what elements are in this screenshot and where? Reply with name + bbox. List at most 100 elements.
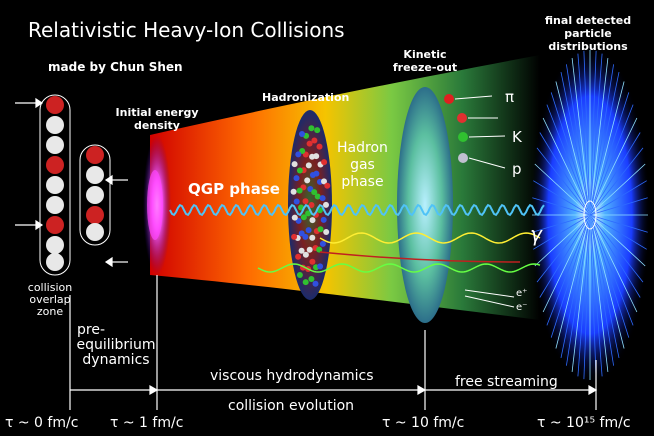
burst-track <box>589 214 648 233</box>
photon-wave <box>169 203 545 217</box>
burst-track <box>555 214 591 349</box>
label-kaon: K <box>512 128 522 146</box>
hadron-particle <box>293 198 300 205</box>
hadron-particle <box>308 125 315 132</box>
burst-track <box>542 117 591 216</box>
hadron-particle <box>314 193 321 200</box>
burst-track <box>534 214 591 267</box>
nucleon <box>46 156 64 174</box>
burst-track <box>589 197 648 216</box>
burst-track <box>536 214 591 283</box>
hadron-particle <box>308 276 315 282</box>
pre-eq-line-1: pre- <box>77 322 105 338</box>
nucleon <box>86 166 104 184</box>
burst-track <box>566 214 591 366</box>
label-photon: γ <box>530 222 542 246</box>
hadron-particle <box>298 247 305 254</box>
burst-track <box>534 163 591 216</box>
hadron-particle <box>300 214 307 221</box>
nucleon <box>86 186 104 204</box>
burst-track <box>577 214 591 377</box>
hadron-particle <box>291 161 298 168</box>
diagram-title: Relativistic Heavy-Ion Collisions <box>28 18 345 42</box>
burst-track <box>589 214 646 267</box>
burst-track <box>560 214 591 358</box>
hadron-particle <box>317 226 324 233</box>
burst-track <box>589 214 630 338</box>
hadron-particle <box>323 201 329 208</box>
hadron-gas-line-2: gas <box>350 157 375 173</box>
hadron-gas-line-3: phase <box>341 174 384 190</box>
burst-track <box>589 214 609 372</box>
label-hadron-gas-phase: Hadron gas phase <box>337 140 388 191</box>
hadron-particle <box>302 251 309 258</box>
nucleon <box>46 236 64 254</box>
burst-track <box>589 214 625 349</box>
hadron-particle <box>293 175 300 182</box>
time-1: τ ~ 1 fm/c <box>110 415 184 431</box>
burst-track <box>546 214 591 326</box>
hadron-particle <box>290 188 297 195</box>
hadron-particle <box>306 246 313 253</box>
hadron-particle <box>296 167 303 174</box>
nucleon <box>46 176 64 194</box>
hadron-particle <box>305 162 312 169</box>
hadron-particle <box>319 195 326 202</box>
hadron-particle <box>316 246 323 253</box>
time-0: τ ~ 0 fm/c <box>5 415 79 431</box>
label-electron: e⁻ <box>516 302 528 313</box>
burst-track <box>533 214 591 250</box>
hadron-particle <box>309 234 316 241</box>
hadron-particle <box>313 170 320 177</box>
burst-track <box>560 72 591 216</box>
green-track <box>257 263 541 273</box>
hadron-particle <box>291 214 298 221</box>
nucleon <box>86 223 104 241</box>
burst-track <box>589 214 634 326</box>
burst-track <box>589 50 597 216</box>
label-collision-evolution: collision evolution <box>228 398 355 414</box>
burst-track <box>571 58 591 216</box>
pre-eq-line-2: equilibrium <box>76 337 156 353</box>
pre-eq-line-3: dynamics <box>82 352 150 368</box>
hadron-particle <box>312 280 319 287</box>
burst-track <box>542 214 591 313</box>
burst-track <box>589 214 597 380</box>
hadron-particle <box>298 230 305 237</box>
hadron-particle <box>316 143 323 150</box>
burst-track <box>546 104 591 216</box>
nucleon <box>46 216 64 234</box>
label-pre-equilibrium: pre- equilibrium dynamics <box>75 323 157 368</box>
hadron-particle <box>291 233 298 240</box>
burst-track <box>583 50 591 216</box>
hadron-particle <box>311 189 318 196</box>
label-final-distributions: final detected particle distributions <box>544 14 632 53</box>
hadron-particle <box>296 187 303 194</box>
hadron-particle <box>323 229 330 235</box>
hadron-particle <box>311 137 318 144</box>
burst-track <box>589 214 647 250</box>
burst-track <box>589 58 609 216</box>
hadron-particle <box>314 127 321 134</box>
hadron-particle <box>305 227 312 234</box>
nucleon <box>46 196 64 214</box>
label-proton: p <box>512 160 522 178</box>
nucleon <box>46 96 64 114</box>
burst-track <box>589 132 641 216</box>
label-hadronization: Hadronization <box>262 91 350 104</box>
yellow-track <box>319 232 541 244</box>
burst-track <box>589 163 646 216</box>
burst-track <box>589 180 647 216</box>
burst-track <box>589 64 614 216</box>
burst-track <box>533 180 591 216</box>
burst-track <box>589 214 641 298</box>
burst-track <box>589 214 644 283</box>
nucleon <box>46 253 64 271</box>
burst-track <box>539 214 591 298</box>
burst-track <box>589 92 630 216</box>
burst-track <box>589 214 614 366</box>
hadron-particle <box>302 198 309 205</box>
hadron-particle <box>299 148 306 154</box>
hadron-particle <box>317 263 324 270</box>
